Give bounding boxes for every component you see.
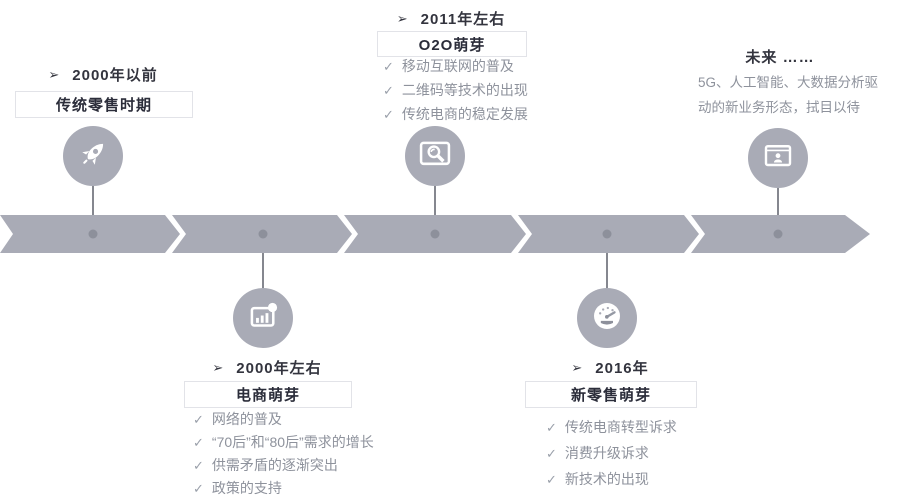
monitor-search-icon	[416, 135, 454, 178]
point-text: 政策的支持	[211, 480, 282, 496]
check-icon: ✓	[383, 59, 394, 74]
points-ecommerce: ✓ 网络的普及 ✓ “70后”和“80后”需求的增长 ✓ 供需矛盾的逐渐突出 ✓…	[193, 411, 374, 497]
timeline-point: ✓ 网络的普及	[193, 411, 374, 428]
milestone-circle-traditional-retail	[63, 126, 123, 186]
check-icon: ✓	[193, 458, 204, 473]
check-icon: ✓	[546, 446, 557, 461]
date-future: 未来 ……	[700, 46, 860, 67]
points-o2o: ✓ 移动互联网的普及 ✓ 二维码等技术的出现 ✓ 传统电商的稳定发展	[383, 58, 528, 123]
timeline-node-dots	[88, 229, 783, 239]
milestone-circle-ecommerce	[233, 288, 293, 348]
date-text: 2000年以前	[72, 67, 158, 84]
era-title: 新零售萌芽	[570, 387, 651, 404]
point-text: “70后”和“80后”需求的增长	[211, 434, 374, 450]
timeline-point: ✓ “70后”和“80后”需求的增长	[193, 434, 374, 451]
point-text: 传统电商的稳定发展	[401, 106, 528, 122]
era-title: O2O萌芽	[418, 36, 486, 54]
gauge-icon	[587, 296, 627, 341]
milestone-circle-new-retail	[577, 288, 637, 348]
timeline-point: ✓ 传统电商转型诉求	[546, 419, 677, 436]
era-title: 电商萌芽	[235, 387, 300, 404]
check-icon: ✓	[193, 481, 204, 496]
arrow-marker-icon: ➢	[212, 359, 225, 375]
timeline-point: ✓ 消费升级诉求	[546, 445, 677, 462]
point-text: 二维码等技术的出现	[401, 82, 528, 98]
date-o2o: ➢ 2011年左右	[377, 8, 525, 29]
timeline-point: ✓ 传统电商的稳定发展	[383, 106, 528, 123]
arrow-marker-icon: ➢	[48, 66, 61, 82]
bar-chart-icon	[244, 297, 282, 340]
timeline-point: ✓ 二维码等技术的出现	[383, 82, 528, 99]
era-box-traditional-retail: 传统零售时期	[15, 91, 193, 118]
check-icon: ✓	[193, 412, 204, 427]
date-new-retail: ➢ 2016年	[525, 357, 695, 378]
check-icon: ✓	[546, 472, 557, 487]
description-text: 5G、人工智能、大数据分析驱动的新业务形态，拭目以待	[698, 75, 879, 115]
arrow-marker-icon: ➢	[396, 10, 409, 26]
date-text: 2000年左右	[236, 360, 322, 377]
date-ecommerce: ➢ 2000年左右	[184, 357, 350, 378]
date-text: 未来 ……	[745, 49, 815, 66]
point-text: 消费升级诉求	[564, 445, 649, 461]
arrow-marker-icon: ➢	[571, 359, 584, 375]
point-text: 传统电商转型诉求	[564, 419, 677, 435]
check-icon: ✓	[383, 107, 394, 122]
check-icon: ✓	[193, 435, 204, 450]
points-new-retail: ✓ 传统电商转型诉求 ✓ 消费升级诉求 ✓ 新技术的出现	[546, 419, 677, 488]
point-text: 网络的普及	[211, 411, 282, 427]
milestone-circle-future	[748, 128, 808, 188]
check-icon: ✓	[546, 420, 557, 435]
timeline-point: ✓ 移动互联网的普及	[383, 58, 528, 75]
milestone-circle-o2o	[405, 126, 465, 186]
timeline-point: ✓ 新技术的出现	[546, 471, 677, 488]
point-text: 供需矛盾的逐渐突出	[211, 457, 338, 473]
era-box-new-retail: 新零售萌芽	[525, 381, 697, 408]
era-title: 传统零售时期	[55, 97, 152, 114]
rocket-icon	[75, 136, 111, 177]
check-icon: ✓	[383, 83, 394, 98]
era-box-o2o: O2O萌芽	[377, 31, 527, 57]
screen-user-icon	[760, 138, 796, 179]
timeline-point: ✓ 供需矛盾的逐渐突出	[193, 457, 374, 474]
timeline-point: ✓ 政策的支持	[193, 480, 374, 497]
date-text: 2016年	[595, 360, 649, 377]
date-traditional-retail: ➢ 2000年以前	[15, 64, 191, 85]
future-description: 5G、人工智能、大数据分析驱动的新业务形态，拭目以待	[698, 70, 890, 120]
point-text: 新技术的出现	[564, 471, 649, 487]
era-box-ecommerce: 电商萌芽	[184, 381, 352, 408]
point-text: 移动互联网的普及	[401, 58, 514, 74]
date-text: 2011年左右	[420, 11, 506, 28]
